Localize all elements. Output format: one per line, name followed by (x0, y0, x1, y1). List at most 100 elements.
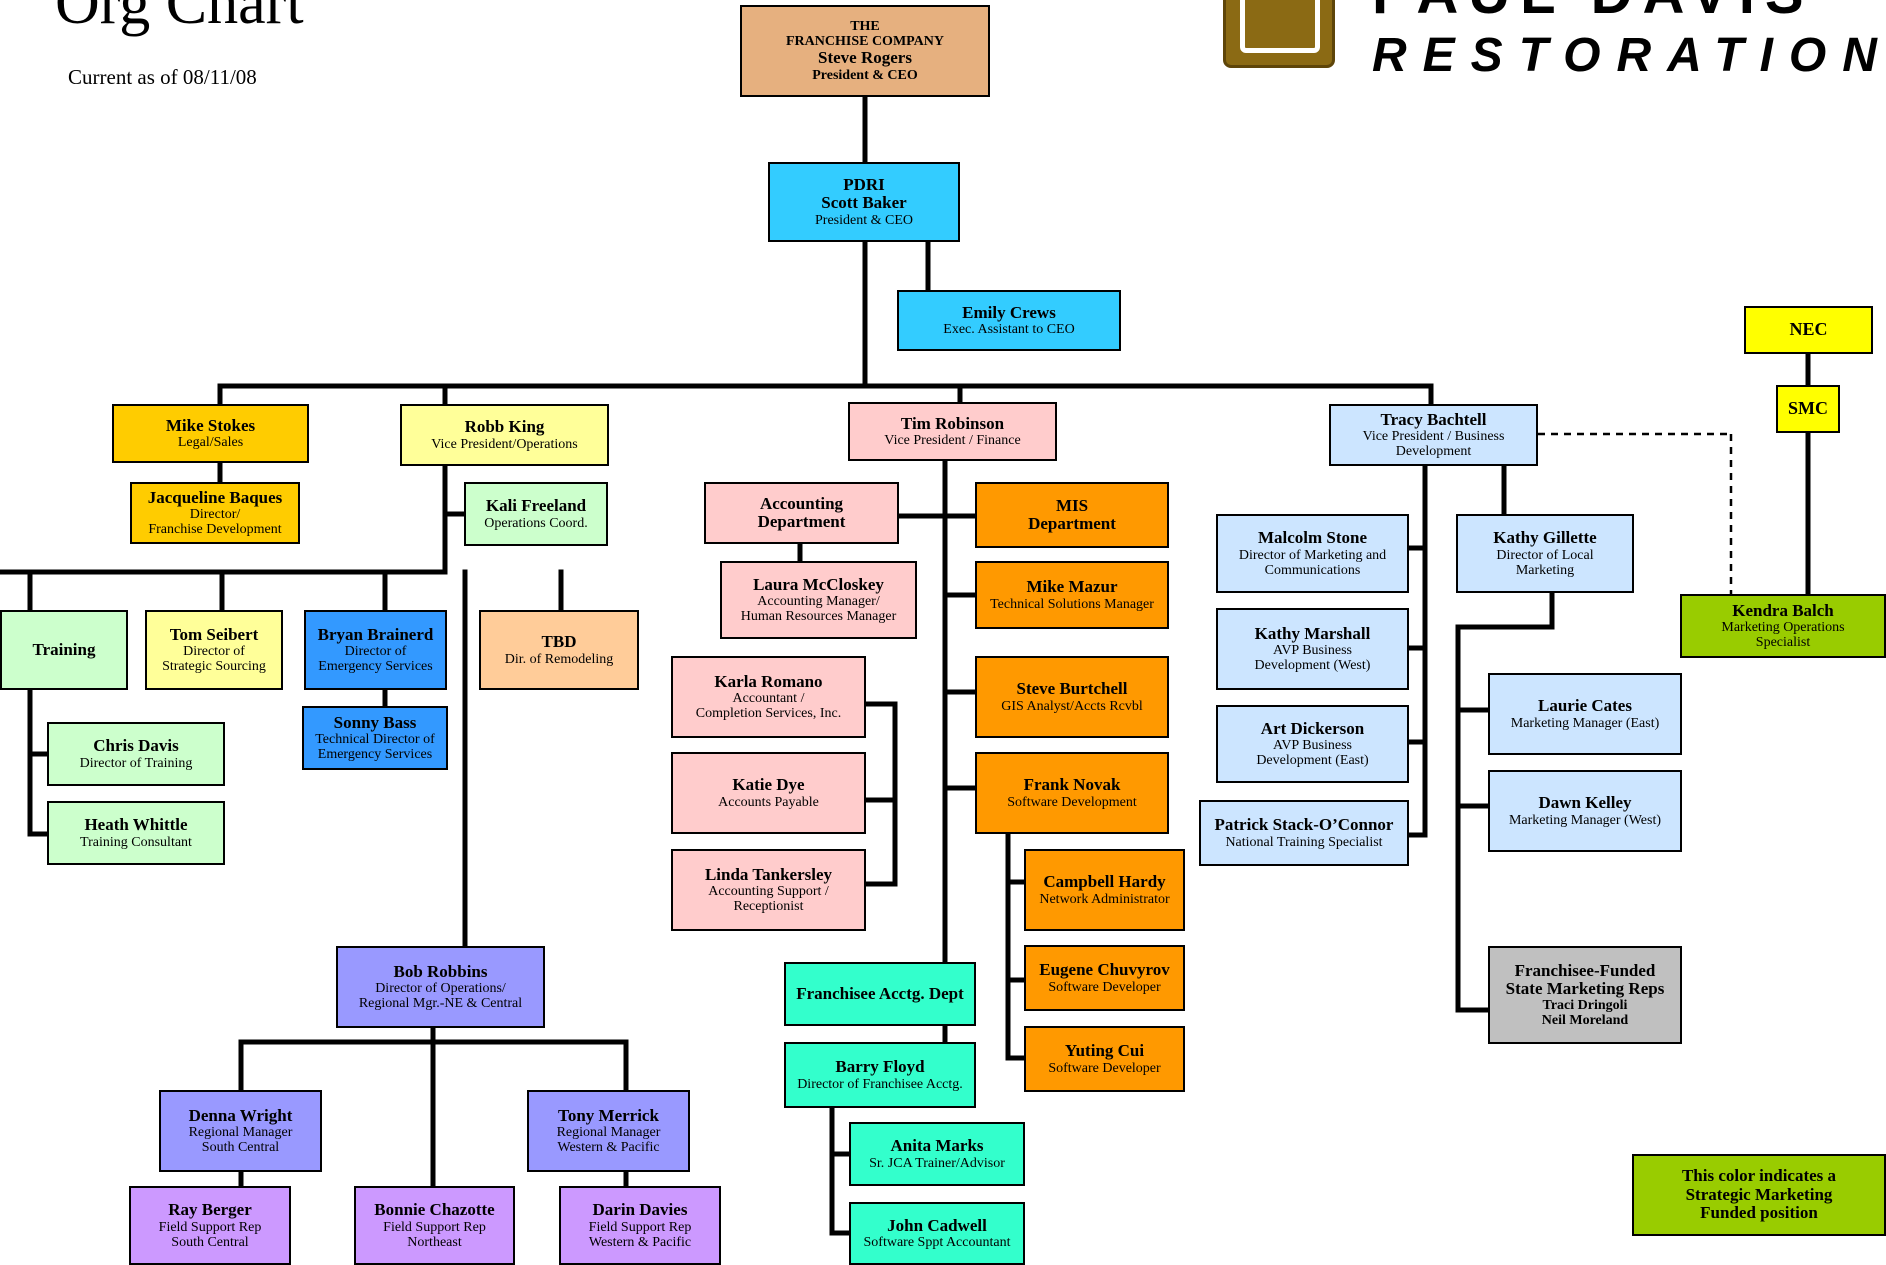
box-title-line: Specialist (1755, 635, 1811, 651)
box-title-line: Director of Local (1496, 547, 1594, 563)
box-title-line: Software Developer (1048, 979, 1161, 995)
org-box-training: Training (0, 610, 128, 690)
box-name: This color indicates a (1681, 1166, 1837, 1186)
box-title-line: South Central (171, 1234, 249, 1250)
box-title-line: National Training Specialist (1225, 834, 1383, 850)
box-name: Kali Freeland (485, 496, 587, 516)
org-box-franacctg: Franchisee Acctg. Dept (784, 962, 976, 1026)
box-name: SMC (1788, 398, 1828, 419)
box-title-line: Franchise Development (148, 522, 282, 538)
box-title-line: Accounting Support / (708, 884, 829, 900)
box-name: Sonny Bass (333, 712, 417, 732)
box-title-line: Director of Training (79, 755, 193, 771)
box-title-line: Department (1028, 514, 1116, 533)
box-name: Karla Romano (714, 671, 823, 691)
box-title-line: Completion Services, Inc. (695, 706, 842, 722)
box-title-line: President & CEO (815, 212, 913, 228)
box-name: Denna Wright (188, 1105, 293, 1125)
box-title-line: Regional Manager (188, 1125, 293, 1141)
box-title-line: Technical Solutions Manager (990, 596, 1154, 612)
box-title-line: Development (East) (1256, 753, 1369, 769)
box-title-line: South Central (201, 1140, 280, 1156)
box-name: Franchisee-Funded (1514, 960, 1656, 980)
box-name: Accounting (759, 493, 844, 513)
box-name: Frank Novak (1023, 775, 1121, 795)
page-title: Org Chart (55, 0, 304, 37)
box-title-line: Strategic Sourcing (162, 659, 266, 675)
box-title-line: Western & Pacific (588, 1234, 692, 1250)
box-name: NEC (1789, 319, 1828, 340)
box-title-line: Dir. of Remodeling (504, 651, 614, 667)
box-name: Tim Robinson (900, 413, 1005, 433)
box-title-line: Field Support Rep (588, 1219, 692, 1235)
box-title-line: Marketing Manager (West) (1508, 812, 1662, 828)
box-name: Tony Merrick (558, 1105, 659, 1125)
box-title-line: Marketing Manager (East) (1510, 715, 1660, 731)
box-title-line: Communications (1264, 562, 1361, 578)
box-name: Steve Burtchell (1016, 679, 1128, 699)
box-title-line: Accountant / (732, 691, 805, 707)
box-name: Eugene Chuvyrov (1039, 960, 1170, 980)
box-title-line: Field Support Rep (158, 1219, 262, 1235)
box-name: Barry Floyd (835, 1057, 925, 1077)
box-title-line: Technical Director of (315, 732, 435, 748)
box-name: Mike Mazur (1026, 577, 1118, 597)
box-name: Linda Tankersley (704, 864, 833, 884)
box-name: Patrick Stack-O’Connor (1214, 815, 1394, 835)
box-title-line: Regional Mgr.-NE & Central (358, 996, 523, 1012)
box-title-line: Software Developer (1048, 1060, 1161, 1076)
box-title-line: Marketing Operations (1721, 620, 1845, 636)
box-name: Emily Crews (962, 302, 1056, 322)
box-name: Bonnie Chazotte (374, 1200, 495, 1220)
box-name: Laura McCloskey (753, 574, 884, 594)
box-title-line: Marketing (1515, 562, 1575, 578)
box-title-line: Human Resources Manager (740, 609, 897, 625)
box-title-line: Director of Operations/ (375, 981, 506, 997)
box-name: PDRI (843, 175, 885, 195)
box-name: Kathy Gillette (1493, 528, 1597, 548)
box-name: Darin Davies (592, 1200, 688, 1220)
box-name: Art Dickerson (1260, 718, 1365, 738)
box-title-line: Training Consultant (80, 834, 192, 850)
box-title-line: State Marketing Reps (1505, 978, 1665, 998)
box-name: Chris Davis (93, 736, 179, 756)
box-title-line: Legal/Sales (177, 435, 244, 451)
box-title-line: Development (West) (1254, 658, 1371, 674)
box-title-line: Vice President/Operations (431, 436, 578, 452)
box-title-line: Vice President / Finance (884, 433, 1021, 449)
box-title-line: FRANCHISE COMPANY (785, 34, 944, 50)
box-title-line: Director/ (189, 507, 241, 523)
box-title-line: Neil Moreland (1541, 1013, 1629, 1029)
org-box-smc: SMC (1776, 385, 1840, 433)
box-name: MIS (1055, 495, 1089, 515)
box-name: Bryan Brainerd (317, 624, 434, 644)
box-title-line: Exec. Assistant to CEO (943, 322, 1075, 338)
box-name: Training (32, 639, 96, 659)
box-title-line: Emergency Services (318, 659, 433, 675)
current-date: Current as of 08/11/08 (68, 65, 257, 89)
